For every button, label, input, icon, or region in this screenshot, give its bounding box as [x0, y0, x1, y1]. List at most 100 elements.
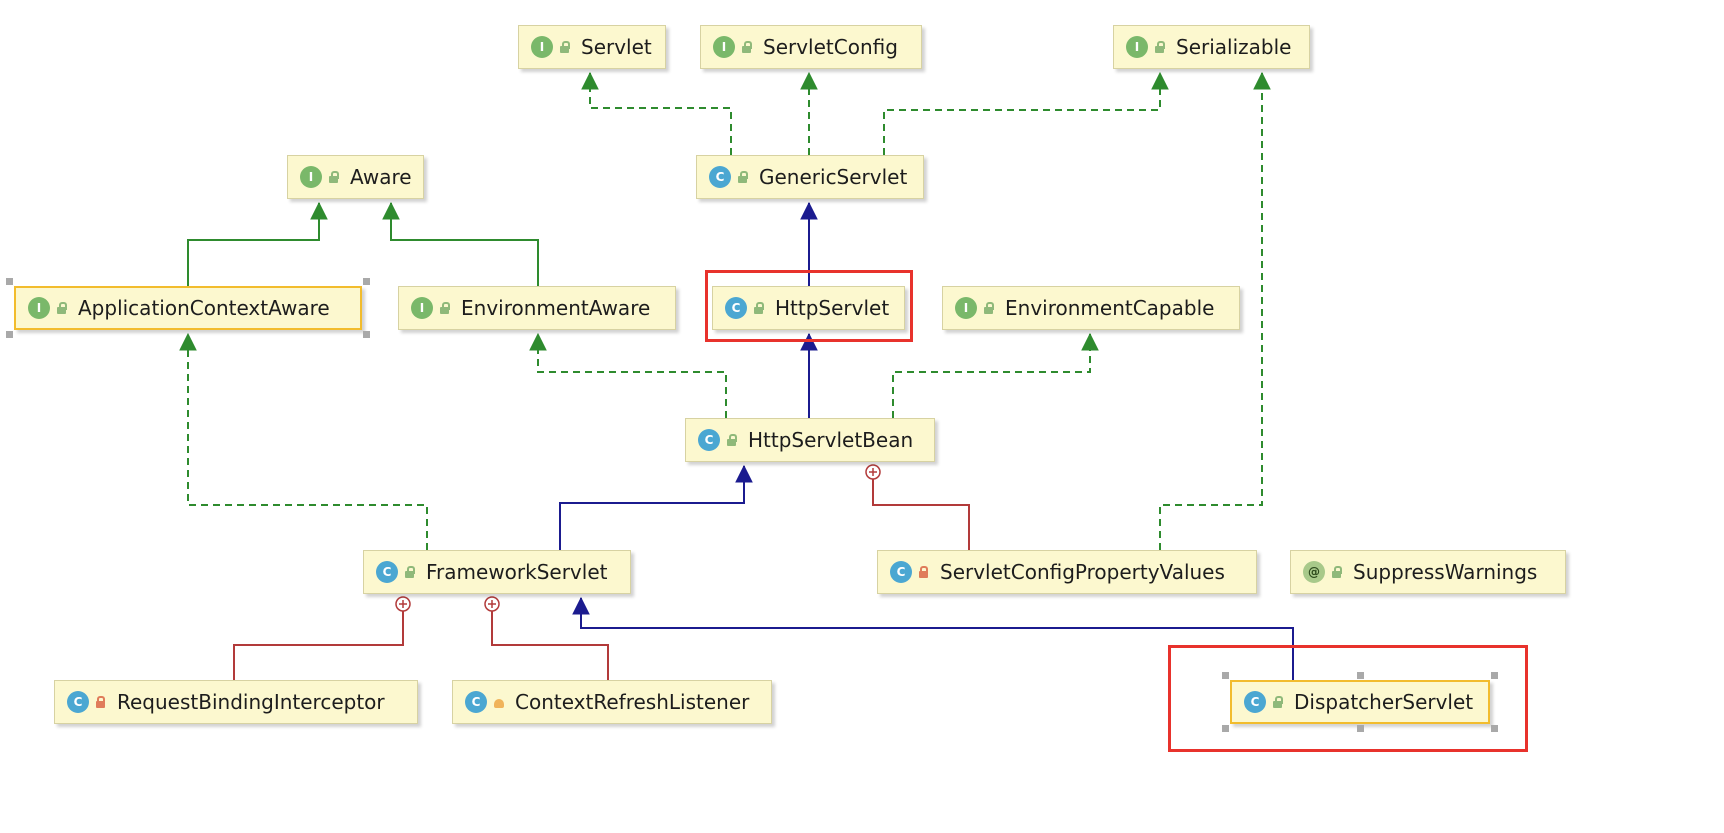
arrowhead: [800, 71, 818, 90]
selection-handle[interactable]: [1357, 725, 1364, 732]
selection-handle[interactable]: [363, 331, 370, 338]
selection-handle[interactable]: [1357, 672, 1364, 679]
public-lock-icon: [726, 433, 738, 447]
node-servletconfig[interactable]: I ServletConfig: [700, 25, 922, 69]
node-requestbindinginterceptor[interactable]: C RequestBindingInterceptor: [54, 680, 418, 724]
arrowhead: [382, 201, 400, 220]
interface-icon: I: [300, 166, 322, 188]
node-serializable[interactable]: I Serializable: [1113, 25, 1310, 69]
public-lock-icon: [741, 40, 753, 54]
highlight-box-dispatcherservlet: [1168, 645, 1528, 752]
public-lock-icon: [1154, 40, 1166, 54]
node-label: EnvironmentCapable: [1005, 296, 1215, 320]
node-servletconfigpropertyvalues[interactable]: C ServletConfigPropertyValues: [877, 550, 1257, 594]
class-icon: C: [709, 166, 731, 188]
node-label: ContextRefreshListener: [515, 690, 750, 714]
public-lock-icon: [753, 301, 765, 315]
edge-requestbindinginterceptor-to-frameworkservlet: [233, 596, 411, 680]
interface-icon: I: [531, 36, 553, 58]
node-suppresswarnings[interactable]: @ SuppressWarnings: [1290, 550, 1566, 594]
node-label: DispatcherServlet: [1294, 690, 1474, 714]
selection-handle[interactable]: [1491, 725, 1498, 732]
node-label: Aware: [350, 165, 412, 189]
interface-icon: I: [713, 36, 735, 58]
selection-handle[interactable]: [6, 278, 13, 285]
node-label: Serializable: [1176, 35, 1292, 59]
node-httpservletbean[interactable]: C HttpServletBean: [685, 418, 935, 462]
edge-httpservletbean-to-environmentcapable: [892, 332, 1099, 418]
interface-icon: I: [1126, 36, 1148, 58]
annotation-icon: @: [1303, 561, 1325, 583]
edge-genericservlet-to-serializable: [883, 71, 1169, 155]
node-label: RequestBindingInterceptor: [117, 690, 385, 714]
public-lock-icon: [56, 301, 68, 315]
protected-lock-icon: [493, 695, 505, 709]
highlight-box-httpservlet: [705, 270, 913, 342]
edge-applicationcontextaware-to-aware: [187, 201, 328, 286]
node-contextrefreshlistener[interactable]: C ContextRefreshListener: [452, 680, 772, 724]
arrowhead: [179, 332, 197, 351]
arrowhead: [1151, 71, 1169, 90]
node-applicationcontextaware[interactable]: I ApplicationContextAware: [14, 286, 362, 330]
private-lock-icon: [95, 695, 107, 709]
node-label: FrameworkServlet: [426, 560, 608, 584]
selection-handle[interactable]: [1222, 672, 1229, 679]
class-icon: C: [725, 297, 747, 319]
class-icon: C: [465, 691, 487, 713]
public-lock-icon: [439, 301, 451, 315]
node-label: EnvironmentAware: [461, 296, 651, 320]
edge-servletconfigpropertyvalues-to-serializable: [1159, 71, 1271, 550]
node-frameworkservlet[interactable]: C FrameworkServlet: [363, 550, 631, 594]
interface-icon: I: [411, 297, 433, 319]
class-icon: C: [1244, 691, 1266, 713]
node-label: GenericServlet: [759, 165, 908, 189]
edge-httpservletbean-to-environmentaware: [529, 332, 727, 418]
node-httpservlet[interactable]: C HttpServlet: [712, 286, 905, 330]
node-environmentaware[interactable]: I EnvironmentAware: [398, 286, 676, 330]
arrowhead: [800, 332, 818, 351]
interface-icon: I: [955, 297, 977, 319]
public-lock-icon: [1331, 565, 1343, 579]
node-environmentcapable[interactable]: I EnvironmentCapable: [942, 286, 1240, 330]
node-label: HttpServlet: [775, 296, 890, 320]
class-icon: C: [67, 691, 89, 713]
arrowhead: [1081, 332, 1099, 351]
selection-handle[interactable]: [1222, 725, 1229, 732]
arrowhead: [572, 596, 590, 615]
edge-servletconfigpropertyvalues-to-httpservletbean: [865, 464, 970, 550]
interface-icon: I: [28, 297, 50, 319]
public-lock-icon: [404, 565, 416, 579]
arrowhead: [1253, 71, 1271, 90]
node-servlet[interactable]: I Servlet: [518, 25, 666, 69]
edge-genericservlet-to-servlet: [581, 71, 732, 155]
edge-frameworkservlet-to-applicationcontextaware: [179, 332, 428, 550]
private-lock-icon: [918, 565, 930, 579]
node-label: SuppressWarnings: [1353, 560, 1538, 584]
node-label: ServletConfigPropertyValues: [940, 560, 1225, 584]
edge-genericservlet-to-servletconfig: [800, 71, 818, 155]
class-icon: C: [890, 561, 912, 583]
selection-handle[interactable]: [363, 278, 370, 285]
edge-dispatcherservlet-to-frameworkservlet: [572, 596, 1294, 680]
edge-frameworkservlet-to-httpservletbean: [559, 464, 753, 550]
class-icon: C: [376, 561, 398, 583]
node-label: ServletConfig: [763, 35, 898, 59]
edge-environmentaware-to-aware: [382, 201, 539, 286]
node-dispatcherservlet[interactable]: C DispatcherServlet: [1230, 680, 1490, 724]
node-aware[interactable]: I Aware: [287, 155, 424, 199]
public-lock-icon: [983, 301, 995, 315]
public-lock-icon: [559, 40, 571, 54]
public-lock-icon: [737, 170, 749, 184]
node-label: HttpServletBean: [748, 428, 914, 452]
edge-httpservletbean-to-httpservlet: [800, 332, 818, 418]
selection-handle[interactable]: [6, 331, 13, 338]
arrowhead: [310, 201, 328, 220]
node-label: Servlet: [581, 35, 652, 59]
class-icon: C: [698, 429, 720, 451]
node-label: ApplicationContextAware: [78, 296, 330, 320]
arrowhead: [800, 201, 818, 220]
node-genericservlet[interactable]: C GenericServlet: [696, 155, 924, 199]
public-lock-icon: [328, 170, 340, 184]
selection-handle[interactable]: [1491, 672, 1498, 679]
